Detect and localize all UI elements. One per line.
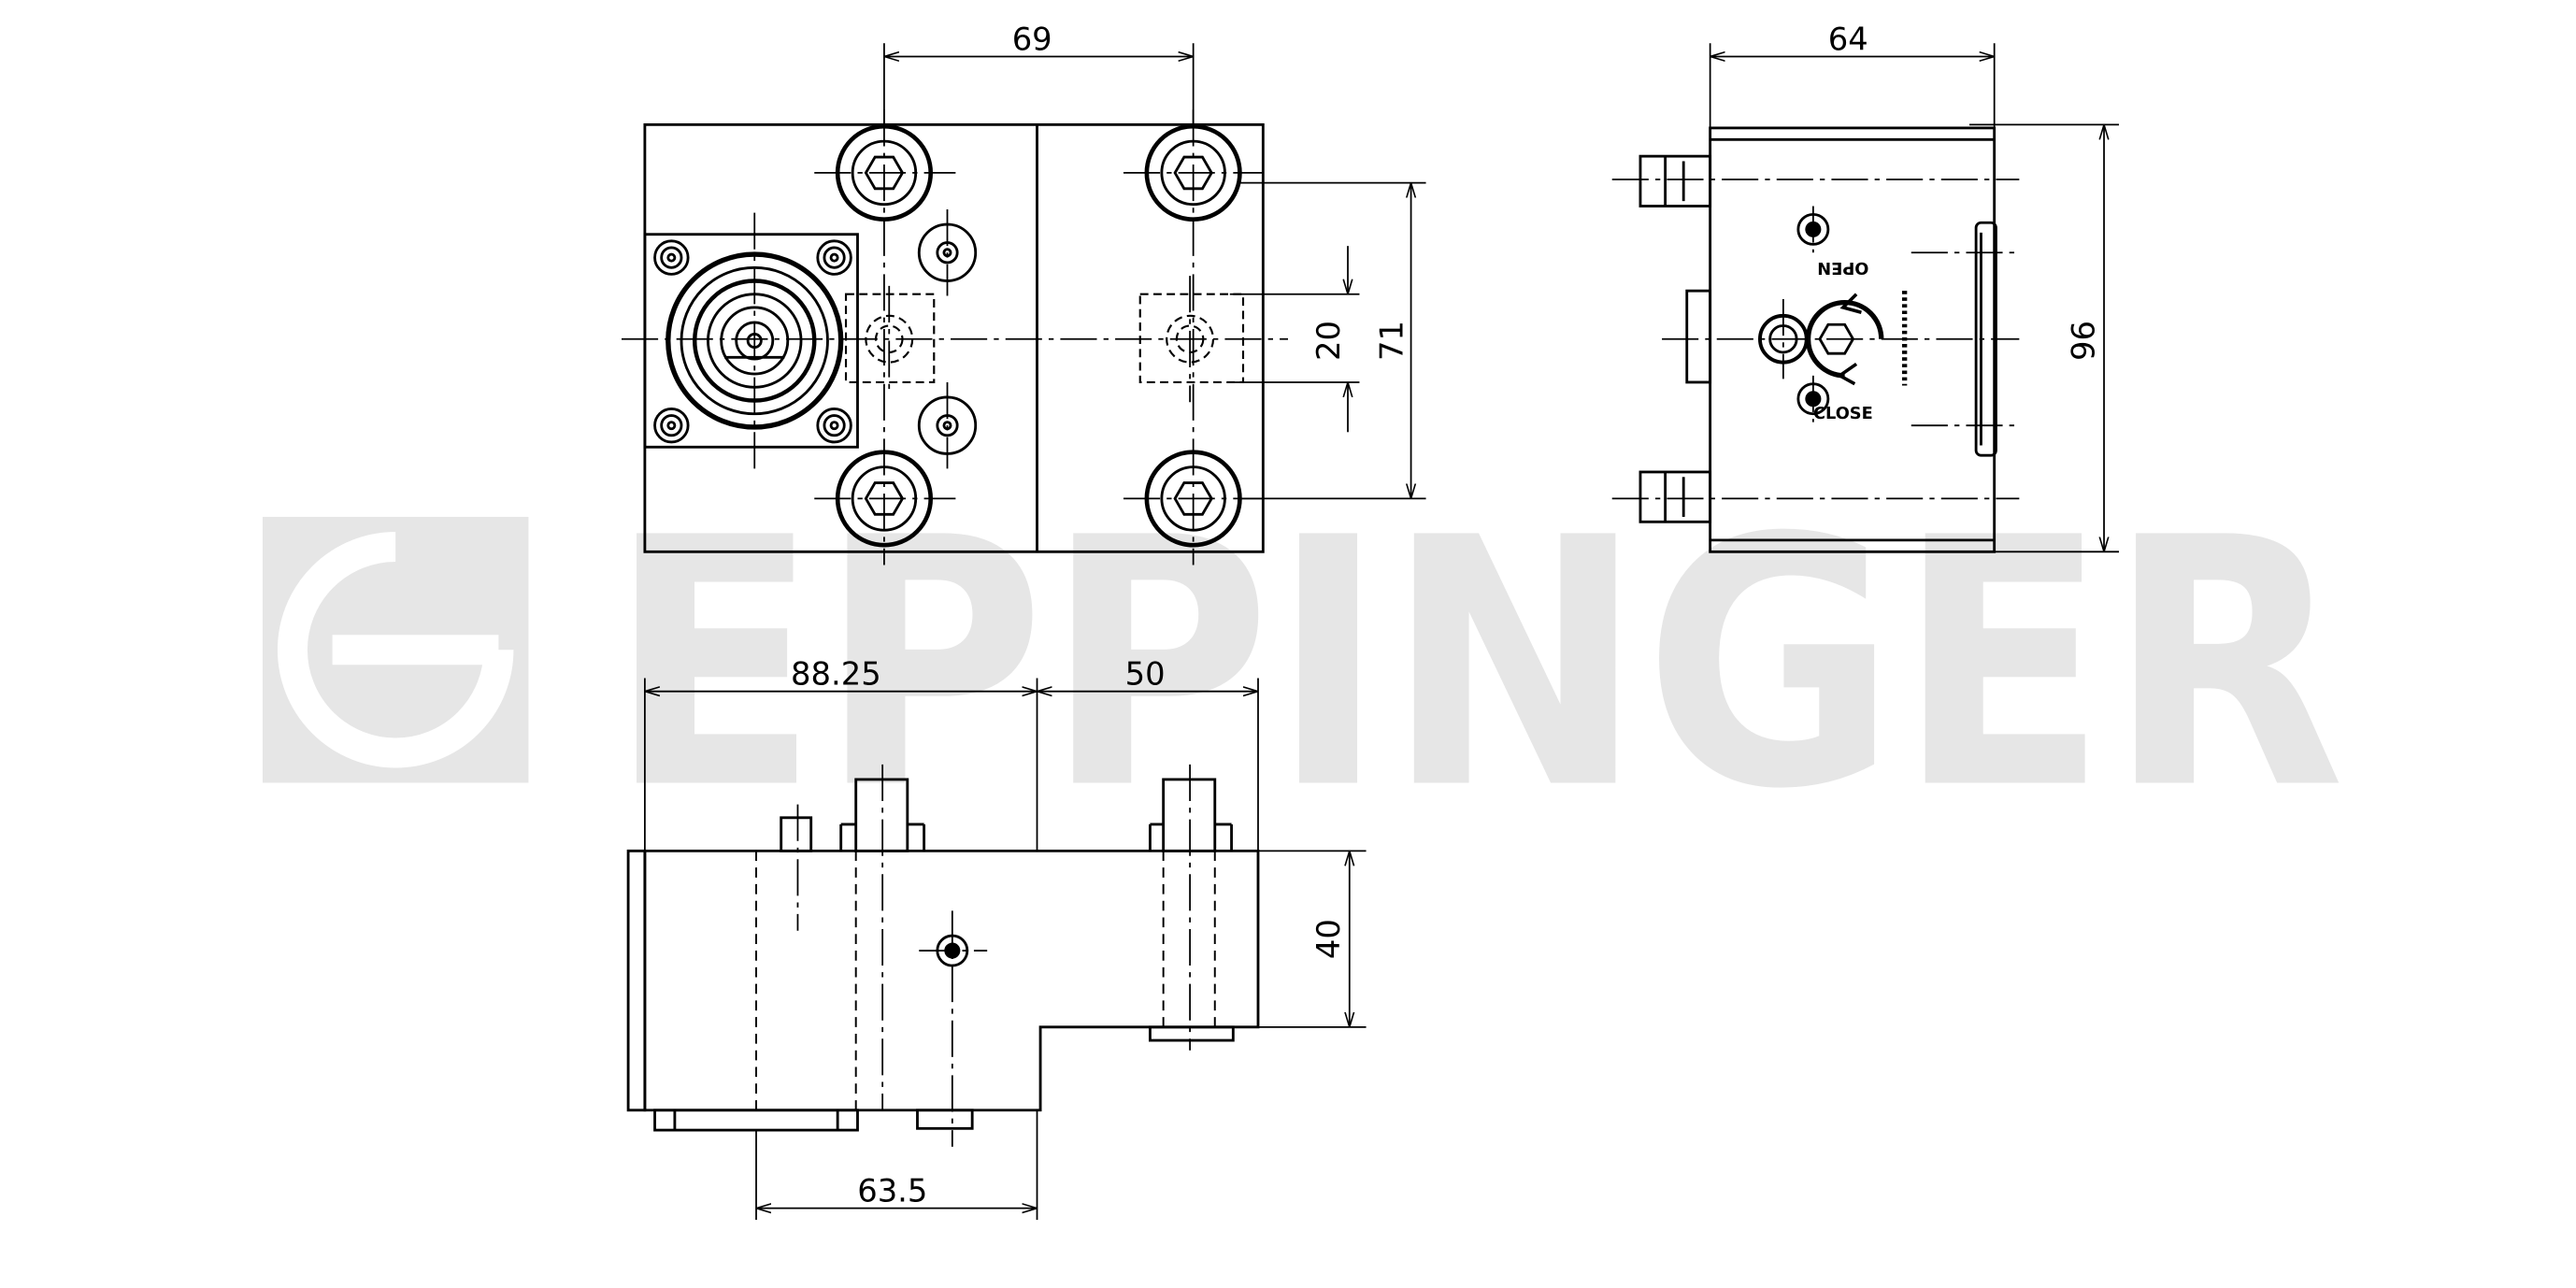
watermark-logo-icon <box>277 531 514 768</box>
side-view-labels: OPEN CLOSE <box>1813 258 1873 423</box>
dimension-lines <box>644 43 2120 1221</box>
side-boss <box>1685 289 1712 384</box>
dim-top-left-length: 88.25 <box>791 656 881 693</box>
label-close: CLOSE <box>1813 404 1873 423</box>
dim-front-height-holes: 71 <box>1374 321 1410 361</box>
top-view-center-lines <box>796 764 1191 1147</box>
dim-front-height-center: 20 <box>1310 321 1347 361</box>
flange <box>643 233 859 449</box>
dim-top-height: 40 <box>1310 919 1347 959</box>
dimension-labels: 69 71 20 64 96 88.25 50 40 63.5 <box>791 21 2101 1209</box>
top-view-hidden-lines <box>755 851 1216 1110</box>
label-open: OPEN <box>1817 258 1868 278</box>
dim-top-bottom-length: 63.5 <box>857 1173 927 1209</box>
dim-front-width-holes: 69 <box>1012 21 1052 57</box>
center-lines <box>621 109 1288 565</box>
flange-screws <box>653 239 852 444</box>
side-view-studs <box>1639 154 1712 523</box>
top-view-bottom-parts <box>653 1025 1235 1132</box>
dim-top-right-length: 50 <box>1125 656 1166 693</box>
dim-side-height: 96 <box>2065 321 2101 361</box>
watermark: EPPINGER <box>262 465 2345 864</box>
side-center-lines <box>1611 179 2020 500</box>
dim-side-width: 64 <box>1828 21 1868 57</box>
side-view <box>1611 126 2020 553</box>
watermark-text: EPPINGER <box>608 465 2345 864</box>
